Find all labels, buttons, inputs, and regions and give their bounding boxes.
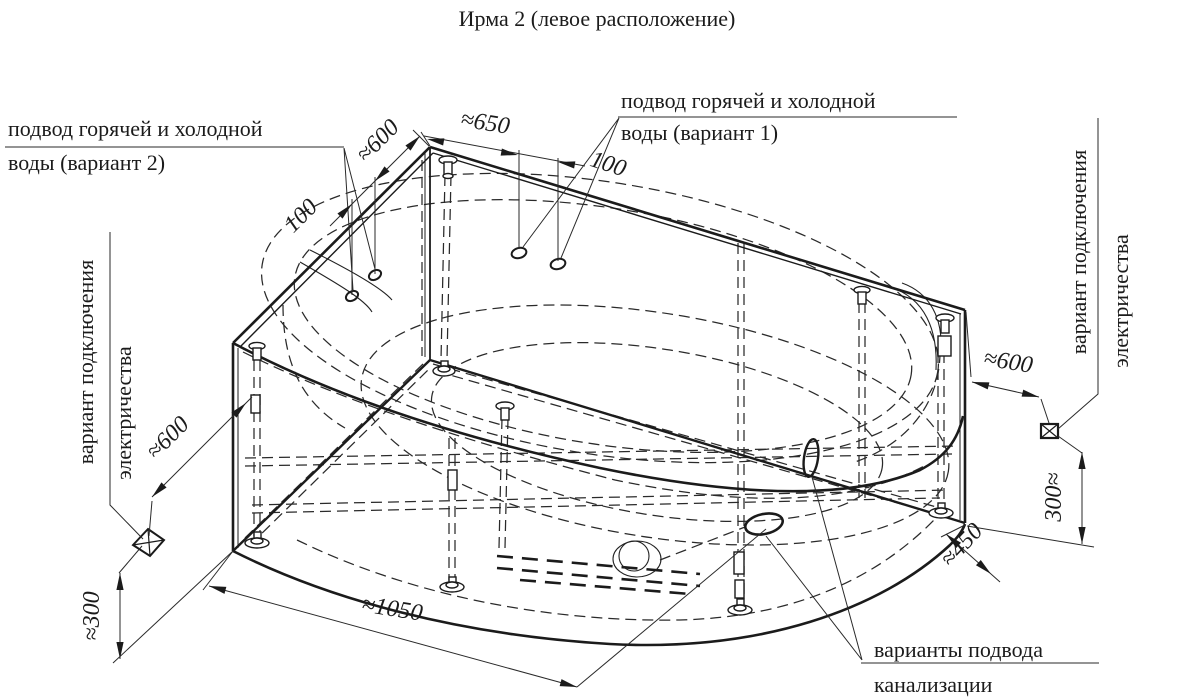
foot-right-corner	[928, 502, 954, 519]
dimension-lines	[5, 116, 1099, 688]
drain-pipe-hidden	[659, 526, 746, 561]
ext-1050-left	[202, 550, 234, 591]
tie-symbol-right	[1040, 398, 1050, 424]
water-point-v1-a	[510, 246, 528, 260]
leg-shaft-apex	[440, 174, 452, 361]
bowl-rim-oval	[260, 172, 940, 464]
floor-ext-left	[112, 550, 234, 664]
foot-apex	[432, 360, 456, 377]
floor-front-curve	[232, 523, 967, 647]
rim-edge-right	[429, 145, 966, 312]
water-point-v2-a	[344, 289, 360, 303]
leg-block-3	[734, 579, 745, 599]
dim-650-top: ≈650	[459, 106, 512, 139]
rule-electric-right	[1057, 118, 1099, 430]
label-water1-line2: воды (вариант 1)	[621, 120, 778, 145]
bowl-right-connector	[854, 351, 941, 463]
leg-shaft-right-corner	[937, 352, 945, 506]
rule-electric-left	[109, 232, 144, 540]
leg-shaft-front-left	[448, 438, 456, 580]
leader-water1	[522, 117, 620, 259]
tie-symbol-left	[148, 500, 153, 537]
foot-front-left	[439, 576, 465, 593]
bowl-shelf-arc-left-1	[299, 261, 373, 313]
rim-edge-left-inner	[239, 152, 434, 348]
label-water2-line1: подвод горячей и холодной	[8, 116, 263, 141]
label-drain-line1: варианты подвода	[874, 637, 1043, 662]
leg-shaft-mid-left	[498, 417, 509, 549]
tie-300-left-top	[118, 545, 143, 574]
ext-450	[940, 524, 966, 538]
bolt-mid-right	[853, 285, 871, 305]
dim-600-elec-left: ≈600	[141, 411, 194, 464]
rim-edge-left	[232, 146, 431, 344]
water-point-v1-b	[549, 257, 567, 271]
electric-symbols	[131, 422, 1060, 558]
dim-600-elec-right: ≈600	[982, 345, 1035, 378]
apron-inner-curve	[242, 351, 929, 499]
bolt-mid-left	[495, 401, 515, 421]
dimline-1050	[208, 585, 578, 688]
bowl-inner-oval	[293, 199, 913, 453]
foot-left-corner	[244, 531, 270, 549]
siphon-circle	[618, 540, 650, 572]
dim-1050-bottom: ≈1050	[360, 591, 424, 626]
label-drain-line2: канализации	[874, 672, 993, 697]
connection-marks	[344, 246, 820, 536]
ext-apex-right	[420, 131, 431, 147]
label-electric-left-line1: вариант подключения	[73, 260, 98, 464]
leg-shaft-front-mid	[737, 243, 745, 600]
water-point-v2-b	[367, 268, 383, 282]
label-water1-line1: подвод горячей и холодной	[621, 88, 876, 113]
right-apron-bottom	[429, 358, 966, 525]
rim-front-curve	[232, 341, 965, 493]
leader-water2	[343, 147, 376, 291]
leg-block-1	[447, 469, 458, 491]
dim-100-right: 100	[587, 146, 629, 182]
leg-block-4	[250, 394, 261, 414]
bold-hidden-pipes	[496, 554, 701, 596]
dim-300-left: ≈300	[79, 591, 105, 640]
dim-100-left: 100	[279, 194, 323, 238]
label-electric-right-line1: вариант подключения	[1066, 150, 1091, 354]
electric-symbol-left	[131, 527, 166, 558]
bowl-bottom-inner-oval	[430, 341, 884, 523]
leg-block-2	[733, 551, 745, 575]
leg-shaft-mid-right	[858, 302, 866, 498]
ext-apex-left	[412, 129, 430, 147]
frame-crossrail-upper	[244, 445, 959, 467]
floor-ext-right	[966, 525, 1095, 548]
bolt-left-corner	[248, 341, 266, 361]
bolt-apex	[438, 155, 458, 180]
bolt-right-corner	[935, 313, 955, 357]
bowl-left-connector	[282, 304, 346, 429]
electric-symbol-right	[1039, 422, 1060, 440]
ext-1050-right	[576, 528, 767, 688]
frame-rail-right	[432, 363, 941, 515]
page-title: Ирма 2 (левое расположение)	[459, 6, 736, 31]
siphon-outer	[612, 540, 662, 578]
frame-front-curve	[296, 517, 937, 621]
left-apron-bottom	[232, 359, 431, 552]
foot-front-mid	[727, 598, 753, 616]
frame-crossrail-lower	[251, 489, 949, 514]
dim-300-right: 300≈	[1041, 472, 1067, 522]
bowl-bottom-oval	[360, 304, 950, 546]
hidden-lines-group	[242, 160, 959, 621]
bath-outline-group	[231, 145, 967, 647]
drain-option-b	[743, 512, 785, 536]
label-electric-right-line2: электричества	[1108, 234, 1133, 368]
label-electric-left-line2: электричества	[111, 346, 136, 480]
legs-group	[244, 155, 955, 616]
leader-drain	[765, 476, 863, 661]
rim-edge-right-inner	[432, 152, 962, 315]
tie-300-right-top	[1057, 435, 1083, 454]
leg-shaft-left-corner	[253, 360, 261, 536]
label-water2-line2: воды (вариант 2)	[8, 150, 165, 175]
ext-wall-right	[965, 311, 972, 378]
